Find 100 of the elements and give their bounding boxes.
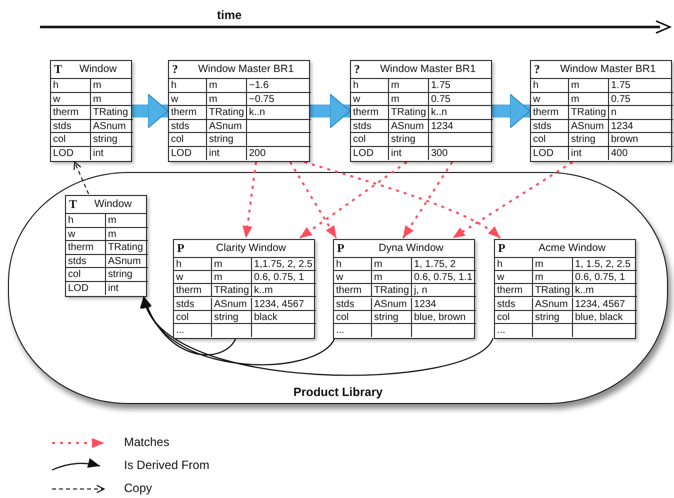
table-cell: m	[207, 79, 247, 92]
table-cell: h	[334, 258, 372, 272]
table-cell: ASnum	[389, 120, 429, 133]
table-cell: 0.6, 0.75, 1	[252, 271, 316, 284]
table-cell: w	[174, 271, 212, 284]
group-title: Product Library	[293, 385, 383, 399]
table-cell: m	[106, 228, 148, 241]
table-cell: m	[533, 258, 573, 272]
class-table	[173, 239, 315, 339]
table-cell: LOD	[66, 282, 106, 295]
table-cell: stds	[531, 120, 569, 133]
table-cell: ...	[174, 324, 212, 337]
table-cell: col	[51, 133, 91, 146]
table-cell: 0.75	[429, 92, 493, 106]
curved-arrow	[142, 296, 494, 376]
table-cell: 1,1.75, 2, 2.5	[252, 258, 316, 272]
class-table	[65, 195, 147, 297]
table-cell: ...	[334, 324, 372, 337]
table-cell: h	[174, 258, 212, 272]
table-cell: k..n	[429, 106, 493, 120]
table-cell: TRating	[207, 106, 247, 120]
table-title: Window Master BR1	[197, 63, 295, 76]
table-cell: therm	[351, 106, 389, 120]
table-cell: m	[212, 271, 252, 284]
table-cell: w	[51, 92, 91, 106]
table-cell: w	[334, 271, 372, 284]
table-cell: stds	[351, 120, 389, 133]
table-cell: m	[389, 92, 429, 106]
table-cell: col	[531, 133, 569, 146]
table-cell: therm	[334, 284, 372, 298]
table-title: Acme Window	[537, 242, 607, 255]
table-cell: ASnum	[91, 120, 133, 133]
table-title: Window Master BR1	[559, 63, 657, 76]
table-cell: j, n	[412, 284, 476, 298]
table-cell-text: 200	[248, 146, 267, 160]
table-cell: string	[91, 133, 133, 146]
table-cell: m	[569, 92, 609, 106]
table-cell: 1234	[429, 120, 493, 133]
axis-label: time	[217, 8, 242, 22]
table-cell: ...	[495, 324, 533, 337]
table-title: Window	[93, 198, 133, 211]
table-cell: 1234	[412, 298, 476, 311]
table-cell: col	[174, 310, 212, 324]
table-cell: therm	[169, 106, 207, 120]
table-cell: brown	[609, 133, 673, 146]
table-cell: ASnum	[533, 298, 573, 311]
table-cell: k..m	[252, 284, 316, 298]
dashed-arrow	[304, 161, 501, 239]
table-cell: m	[533, 271, 573, 284]
table-cell-text: int	[107, 282, 120, 295]
table-cell: int	[389, 146, 429, 160]
table-cell: LOD	[531, 146, 569, 160]
table-cell: ~0.75	[247, 92, 311, 106]
legend-label: Is Derived From	[124, 458, 210, 472]
table-cell: string	[569, 133, 609, 146]
table-cell: m	[91, 79, 133, 92]
table-cell: m	[372, 258, 412, 272]
table-cell: TRating	[106, 241, 148, 254]
block-arrow	[132, 94, 168, 128]
table-cell: h	[51, 79, 91, 92]
table-cell-text: int	[92, 146, 105, 160]
table-cell: 0.6, 0.75, 1	[573, 271, 637, 284]
table-cell: string	[106, 268, 148, 282]
table-cell: m	[91, 92, 133, 106]
table-cell: stds	[169, 120, 207, 133]
type-letter: ?	[172, 62, 178, 76]
table-cell: 1.75	[609, 79, 673, 92]
table-cell: string	[389, 133, 429, 146]
table-cell: 1, 1.5, 2, 2.5	[573, 258, 637, 272]
dashed-arrow	[289, 161, 338, 239]
type-letter: T	[69, 197, 78, 211]
dashed-arrow	[452, 161, 574, 239]
class-table	[168, 60, 310, 162]
table-cell: w	[66, 228, 106, 241]
table-cell-text: 300	[430, 146, 449, 160]
table-cell: ~1.6	[247, 79, 311, 92]
table-cell: w	[351, 92, 389, 106]
table-cell: m	[372, 271, 412, 284]
table-cell: therm	[174, 284, 212, 298]
table-cell: 0.75	[609, 92, 673, 106]
table-cell: string	[207, 133, 247, 146]
table-cell: col	[66, 268, 106, 282]
legend-label: Matches	[124, 435, 170, 449]
curved-arrow	[142, 296, 336, 366]
table-cell: n	[609, 106, 673, 120]
table-cell: therm	[495, 284, 533, 298]
class-table	[494, 239, 636, 339]
table-cell: ASnum	[569, 120, 609, 133]
table-cell: LOD	[169, 146, 207, 160]
table-cell: m	[212, 258, 252, 272]
type-letter: P	[498, 241, 506, 255]
table-cell: black	[252, 310, 316, 324]
class-table	[530, 60, 672, 162]
table-cell: 1234	[609, 120, 673, 133]
table-cell-text: 400	[610, 146, 629, 160]
table-cell: k..m	[573, 284, 637, 298]
table-cell: h	[495, 258, 533, 272]
table-cell: k..n	[247, 106, 311, 120]
table-cell: 0.6, 0.75, 1.1	[412, 271, 476, 284]
table-cell: w	[169, 92, 207, 106]
